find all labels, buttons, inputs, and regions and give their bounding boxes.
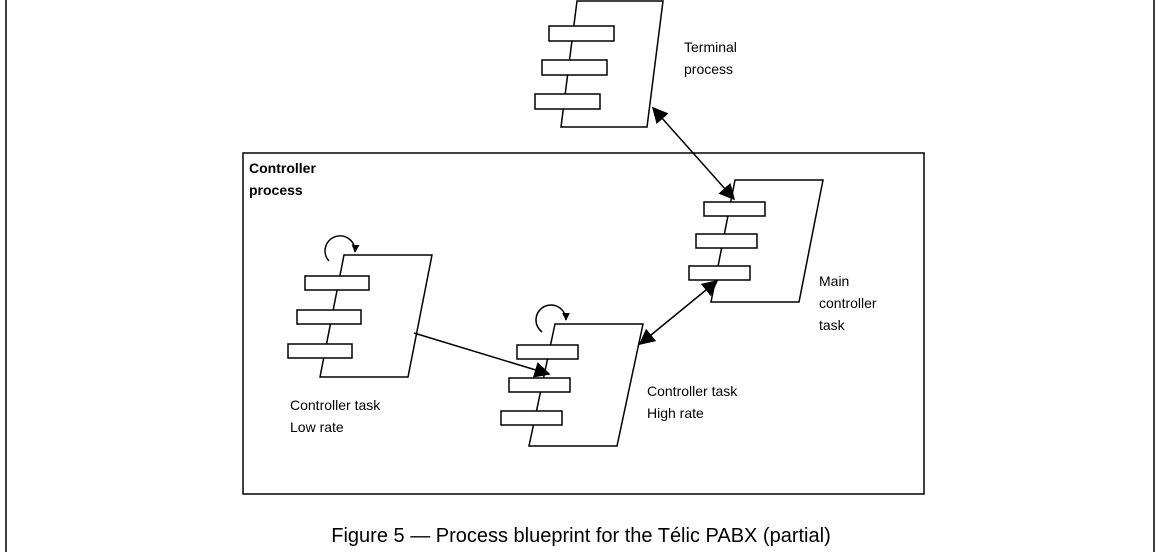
main-controller-task-symbol xyxy=(688,179,824,303)
terminal-process-label-2: process xyxy=(684,61,733,77)
main-controller-task-label-2: controller xyxy=(819,295,877,311)
controller-task-low-label: Controller task xyxy=(290,397,381,413)
low-to-high-arrow xyxy=(413,332,551,378)
controller-task-high-label: Controller task xyxy=(647,383,738,399)
controller-task-low-label-2: Low rate xyxy=(290,419,344,435)
main-controller-task-label: Main xyxy=(819,273,849,289)
main-controller-task-label-3: task xyxy=(819,317,846,333)
figure-frame xyxy=(5,0,1155,552)
self-loop-icon xyxy=(324,235,360,262)
main-to-high-arrow xyxy=(638,279,719,346)
terminal-to-main-arrow xyxy=(651,106,736,201)
terminal-process-label: Terminal xyxy=(684,39,737,55)
controller-task-low-symbol xyxy=(287,254,433,378)
controller-task-high-label-2: High rate xyxy=(647,405,704,421)
self-loop-icon xyxy=(535,304,570,333)
controller-process-label: Controller xyxy=(249,160,316,176)
controller-task-high-symbol xyxy=(500,323,644,447)
terminal-process-symbol xyxy=(534,0,664,128)
figure-caption: Figure 5 — Process blueprint for the Tél… xyxy=(331,525,830,547)
controller-process-label-2: process xyxy=(249,182,303,198)
controller-process-box xyxy=(242,152,925,495)
